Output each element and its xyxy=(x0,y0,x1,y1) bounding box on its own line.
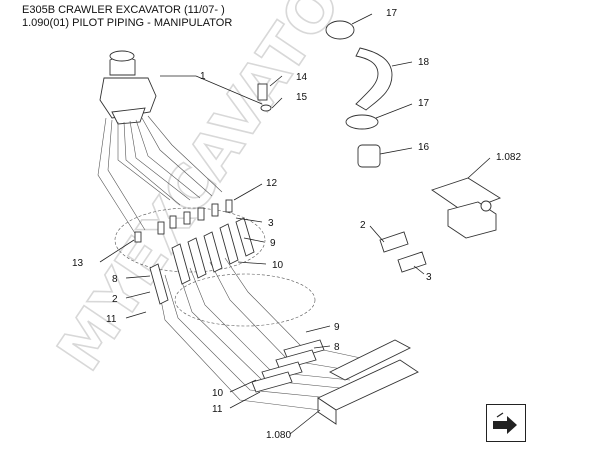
callout-8-upper: 8 xyxy=(112,274,118,285)
callout-3-left: 3 xyxy=(268,218,274,229)
fitting-right-3 xyxy=(397,251,427,273)
callout-16: 16 xyxy=(418,142,430,153)
callout-17-lower: 17 xyxy=(418,98,430,109)
pipe-bundle xyxy=(97,115,371,411)
watermark: MYEXCAVATOR.RU xyxy=(44,0,446,383)
diagram-subtitle: 1.090(01) PILOT PIPING - MANIPULATOR xyxy=(22,17,233,29)
callout-17-upper: 17 xyxy=(386,8,398,19)
hose-ends-middle xyxy=(149,217,255,305)
diagram-title: E305B CRAWLER EXCAVATOR (11/07- ) xyxy=(22,4,225,16)
callout-14: 14 xyxy=(296,72,308,83)
callout-10-upper: 10 xyxy=(272,260,284,271)
callout-18: 18 xyxy=(418,57,430,68)
callout-3-right: 3 xyxy=(426,272,432,283)
callout-2-right: 2 xyxy=(360,220,366,231)
callout-2-left: 2 xyxy=(112,294,118,305)
fitting-right-2 xyxy=(379,231,409,253)
hose-ends-lower xyxy=(251,339,325,393)
callout-12: 12 xyxy=(266,178,278,189)
corrugated-hose xyxy=(355,47,393,111)
callout-13: 13 xyxy=(72,258,84,269)
block-1082 xyxy=(431,177,501,239)
callout-11-lower: 11 xyxy=(212,404,223,415)
callout-1-082: 1.082 xyxy=(496,152,521,163)
next-page-button[interactable] xyxy=(486,404,526,442)
bolt xyxy=(257,83,268,101)
clamp-upper xyxy=(325,20,355,40)
fittings-upper xyxy=(134,199,233,243)
callout-15: 15 xyxy=(296,92,308,103)
washer xyxy=(260,104,272,112)
clamp-lower xyxy=(345,114,379,130)
block-1080 xyxy=(317,339,419,425)
next-page-arrow-icon xyxy=(493,412,517,434)
callout-1-080: 1.080 xyxy=(266,430,291,441)
callout-1: 1 xyxy=(200,71,206,82)
protective-sleeve xyxy=(357,144,381,168)
leader-lines xyxy=(99,13,491,435)
callout-10-lower: 10 xyxy=(212,388,224,399)
callout-8-lower: 8 xyxy=(334,342,340,353)
callout-11-upper: 11 xyxy=(106,314,117,325)
callout-9-upper: 9 xyxy=(270,238,276,249)
callout-9-lower: 9 xyxy=(334,322,340,333)
pilot-valve xyxy=(99,50,157,125)
